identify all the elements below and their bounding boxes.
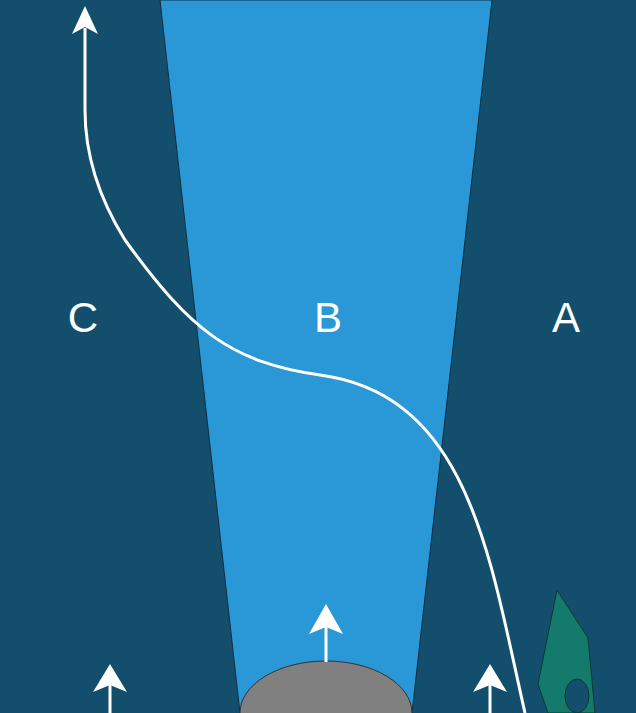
- region-label: B: [314, 297, 342, 339]
- region-label: A: [552, 297, 580, 339]
- route-line: [85, 28, 525, 713]
- light-band: [160, 0, 492, 713]
- rock: [240, 661, 412, 713]
- region-label: C: [68, 297, 98, 339]
- route-arrowhead: [72, 6, 98, 34]
- flow-arrows: [93, 604, 507, 713]
- kayak: [538, 590, 595, 713]
